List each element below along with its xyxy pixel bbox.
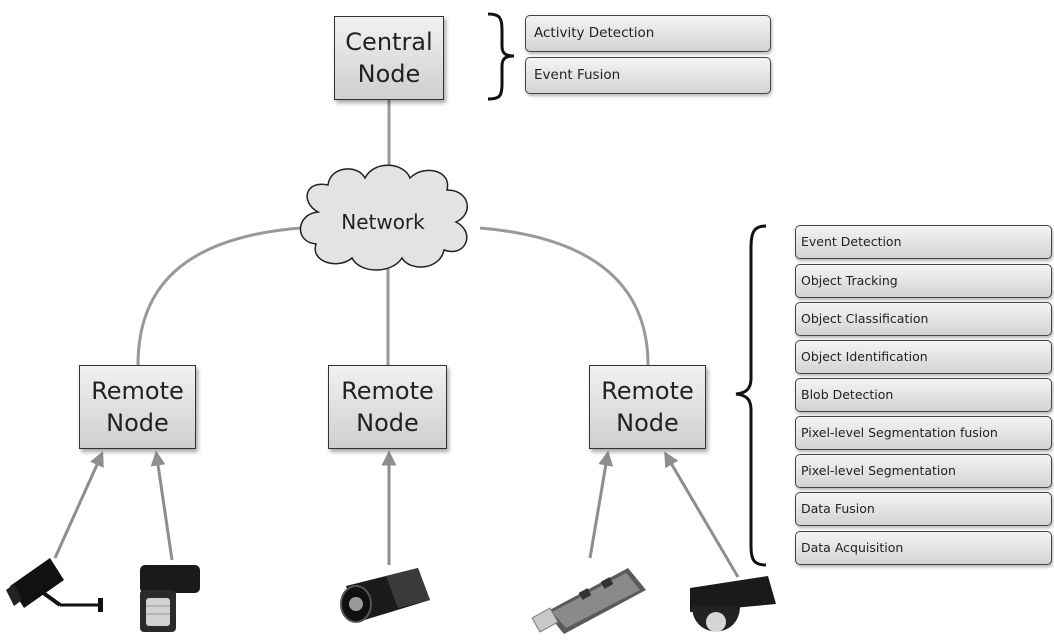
remote-task-object-tracking: Object Tracking bbox=[795, 264, 1052, 298]
security-camera-icon bbox=[6, 558, 103, 612]
central-task-event-fusion: Event Fusion bbox=[525, 57, 771, 94]
sensor-arrow bbox=[150, 450, 174, 561]
remote-task-data-acquisition: Data Acquisition bbox=[795, 531, 1052, 565]
sensor-arrow bbox=[664, 451, 740, 578]
network-label: Network bbox=[341, 210, 425, 234]
remote-node-label: Remote Node bbox=[341, 377, 434, 437]
remote-task-object-classification: Object Classification bbox=[795, 302, 1052, 336]
remote-task-blob-detection: Blob Detection bbox=[795, 378, 1052, 412]
remote-task-object-identification: Object Identification bbox=[795, 340, 1052, 374]
remote-task-pixel-segmentation-fusion: Pixel-level Segmentation fusion bbox=[795, 416, 1052, 450]
usb-sensor-board-icon bbox=[531, 568, 646, 634]
network-left-link bbox=[136, 226, 301, 366]
remote-node-left: Remote Node bbox=[79, 365, 196, 449]
central-tasks-brace bbox=[487, 12, 515, 101]
remote-node-right: Remote Node bbox=[589, 365, 706, 449]
central-node-label: Central Node bbox=[345, 28, 433, 88]
remote-tasks-brace bbox=[735, 224, 767, 567]
remote-task-data-fusion: Data Fusion bbox=[795, 492, 1052, 526]
central-node: Central Node bbox=[334, 16, 444, 100]
thermal-camera-icon bbox=[340, 568, 430, 623]
central-task-activity-detection: Activity Detection bbox=[525, 15, 771, 52]
remote-node-center: Remote Node bbox=[328, 365, 447, 449]
network-right-link bbox=[479, 226, 650, 366]
dome-sensor-icon bbox=[690, 576, 776, 632]
sensor-arrow bbox=[53, 451, 104, 559]
remote-node-label: Remote Node bbox=[91, 377, 184, 437]
remote-node-label: Remote Node bbox=[601, 377, 694, 437]
motion-sensor-icon bbox=[140, 565, 200, 632]
network-cloud-icon bbox=[299, 164, 468, 271]
remote-task-event-detection: Event Detection bbox=[795, 225, 1052, 259]
sensor-arrow bbox=[588, 450, 614, 559]
remote-task-pixel-segmentation: Pixel-level Segmentation bbox=[795, 454, 1052, 488]
